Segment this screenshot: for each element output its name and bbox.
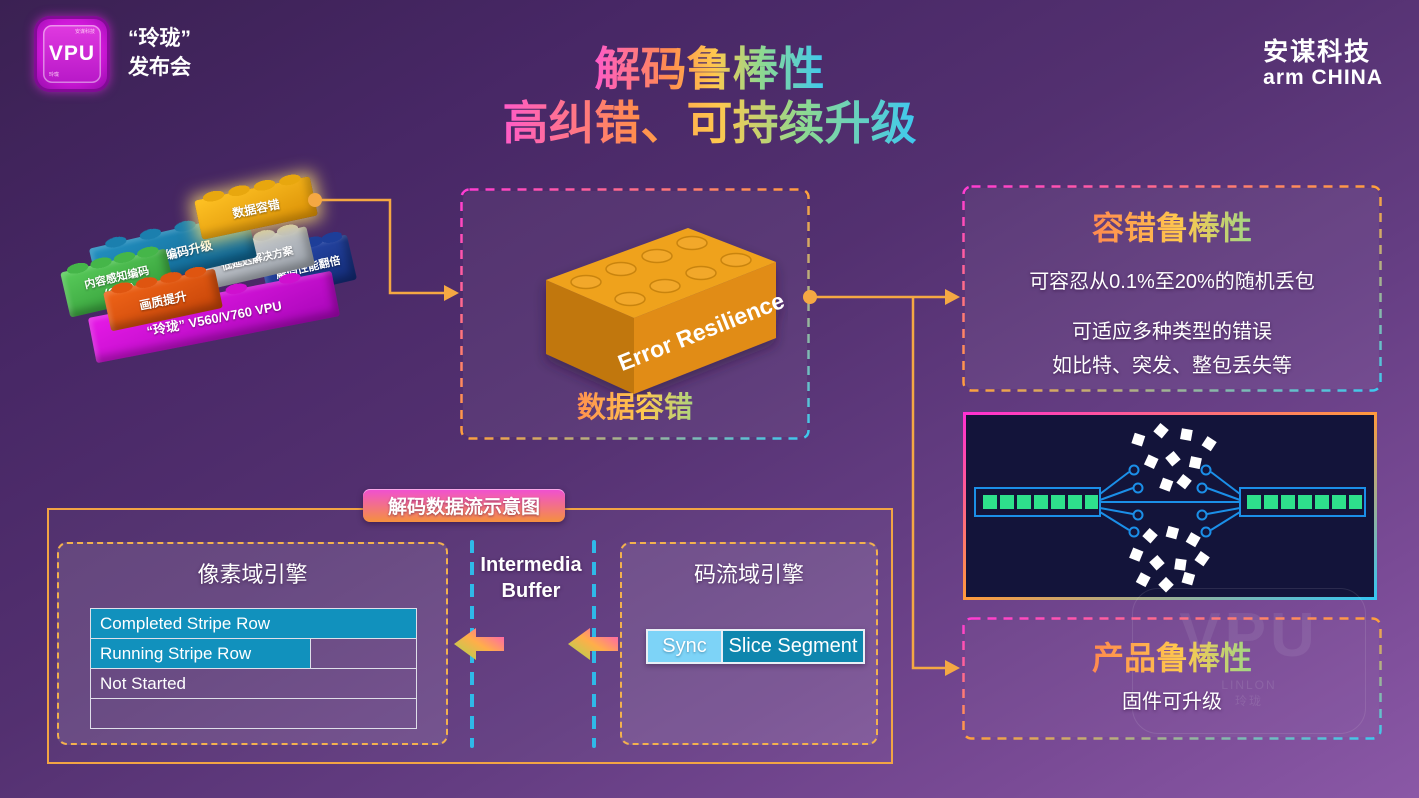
product-box-title: 产品鲁棒性 xyxy=(962,633,1382,679)
left-packets xyxy=(983,495,1098,509)
row-not-started: Not Started xyxy=(100,673,186,693)
pixel-engine-title: 像素域引擎 xyxy=(197,562,308,587)
stream-domain-engine-box: 码流域引擎 Sync Slice Segment xyxy=(620,542,878,745)
pixel-domain-engine-box: 像素域引擎 Completed Stripe Row Running Strip… xyxy=(57,542,448,745)
table-row xyxy=(90,699,417,729)
fault-box-line2: 可适应多种类型的错误 xyxy=(1072,321,1272,343)
bitstream-segment-bar: Sync Slice Segment xyxy=(646,629,865,664)
packet-loss-illustration xyxy=(963,412,1377,600)
title-line2: 高纠错、可持续升级 xyxy=(502,97,917,150)
table-row: Running Stripe Row xyxy=(90,639,417,669)
row-completed-stripe: Completed Stripe Row xyxy=(91,609,416,638)
right-packets xyxy=(1247,495,1362,509)
scattered-packets xyxy=(1129,422,1217,593)
right-cable xyxy=(1196,464,1366,538)
chip-tiny-text-bottom: 玲珑 xyxy=(49,72,60,78)
chip-tiny-text-top: 安谋科技 xyxy=(74,29,95,35)
event-brand: “玲珑” 发布会 xyxy=(128,24,191,83)
error-resilience-brick: Error Resilience xyxy=(546,228,788,394)
sync-segment: Sync xyxy=(648,631,721,662)
stream-engine-title: 码流域引擎 xyxy=(693,562,804,587)
product-box-line1: 固件可升级 xyxy=(1122,691,1222,713)
vpu-chip-logo: 安谋科技 VPU 玲珑 xyxy=(34,16,110,92)
dashed-border xyxy=(962,617,1382,740)
fault-box-line1: 可容忍从0.1%至20%的随机丢包 xyxy=(1029,271,1315,293)
brand-line2: 发布会 xyxy=(128,56,191,80)
arm-logo-cn: 安谋科技 xyxy=(1263,38,1372,66)
left-cable xyxy=(974,464,1240,538)
decode-flow-label: 解码数据流示意图 xyxy=(363,489,565,522)
brand-line1: “玲珑” xyxy=(128,27,191,50)
fault-box-title: 容错鲁棒性 xyxy=(962,203,1382,249)
row-running-remainder xyxy=(311,639,416,668)
table-row: Completed Stripe Row xyxy=(90,608,417,639)
fault-box-line3: 如比特、突发、整包丢失等 xyxy=(1052,355,1292,377)
product-robustness-box: 产品鲁棒性 固件可升级 xyxy=(962,617,1382,740)
flow-arrow-right-icon xyxy=(568,628,618,660)
page-title: 解码鲁棒性 高纠错、可持续升级 xyxy=(0,42,1419,151)
row-empty xyxy=(91,699,416,728)
data-error-resilience-box: Error Resilience 数据容错 xyxy=(460,188,810,440)
vpu-chip-face: 安谋科技 VPU 玲珑 xyxy=(43,25,101,83)
table-row: Not Started xyxy=(90,669,417,699)
title-line1: 解码鲁棒性 xyxy=(594,43,825,95)
dashed-border xyxy=(962,185,1382,392)
center-box-caption: 数据容错 xyxy=(460,384,810,426)
flow-arrow-left-icon xyxy=(454,628,504,660)
fault-tolerance-box: 容错鲁棒性 可容忍从0.1%至20%的随机丢包 可适应多种类型的错误 如比特、突… xyxy=(962,185,1382,392)
arm-china-logo: 安谋科技 arm CHINA xyxy=(1263,32,1383,90)
row-running-stripe: Running Stripe Row xyxy=(91,639,311,668)
slice-segment: Slice Segment xyxy=(721,631,863,662)
chip-vpu-label: VPU xyxy=(48,42,96,65)
arm-logo-en: arm CHINA xyxy=(1263,66,1383,89)
stripe-row-table: Completed Stripe Row Running Stripe Row … xyxy=(90,608,417,729)
dashed-border xyxy=(460,188,810,440)
intermedia-buffer-label: Intermedia Buffer xyxy=(480,554,582,602)
